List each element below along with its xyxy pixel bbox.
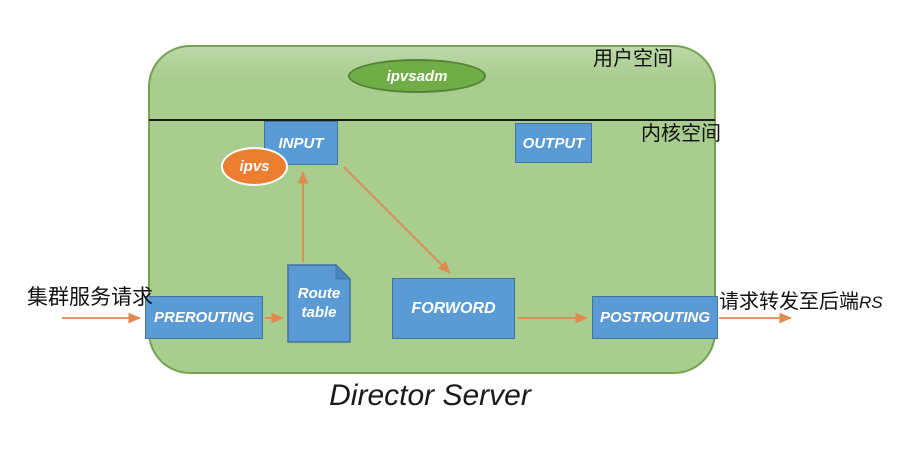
prerouting-chain-box: PREROUTING [145, 296, 263, 339]
outgoing-request-rs-text: RS [859, 293, 883, 312]
user-kernel-divider-line [149, 119, 715, 121]
postrouting-chain-box: POSTROUTING [592, 296, 718, 339]
incoming-request-label: 集群服务请求 [27, 286, 153, 309]
outgoing-request-text: 请求转发至后端 [719, 291, 859, 313]
forward-chain-box: FORWORD [392, 278, 515, 339]
outgoing-request-label: 请求转发至后端RS [719, 291, 883, 313]
ipvs-ellipse: ipvs [221, 147, 288, 186]
output-chain-box: OUTPUT [515, 123, 592, 163]
route-table-shape: Route table [287, 263, 352, 343]
kernel-space-label: 内核空间 [641, 123, 721, 145]
route-table-label: Route table [297, 284, 341, 321]
user-space-label: 用户空间 [593, 48, 673, 70]
route-table-document-icon [287, 263, 352, 343]
ipvsadm-ellipse: ipvsadm [348, 59, 486, 93]
diagram-title: Director Server [329, 379, 531, 412]
